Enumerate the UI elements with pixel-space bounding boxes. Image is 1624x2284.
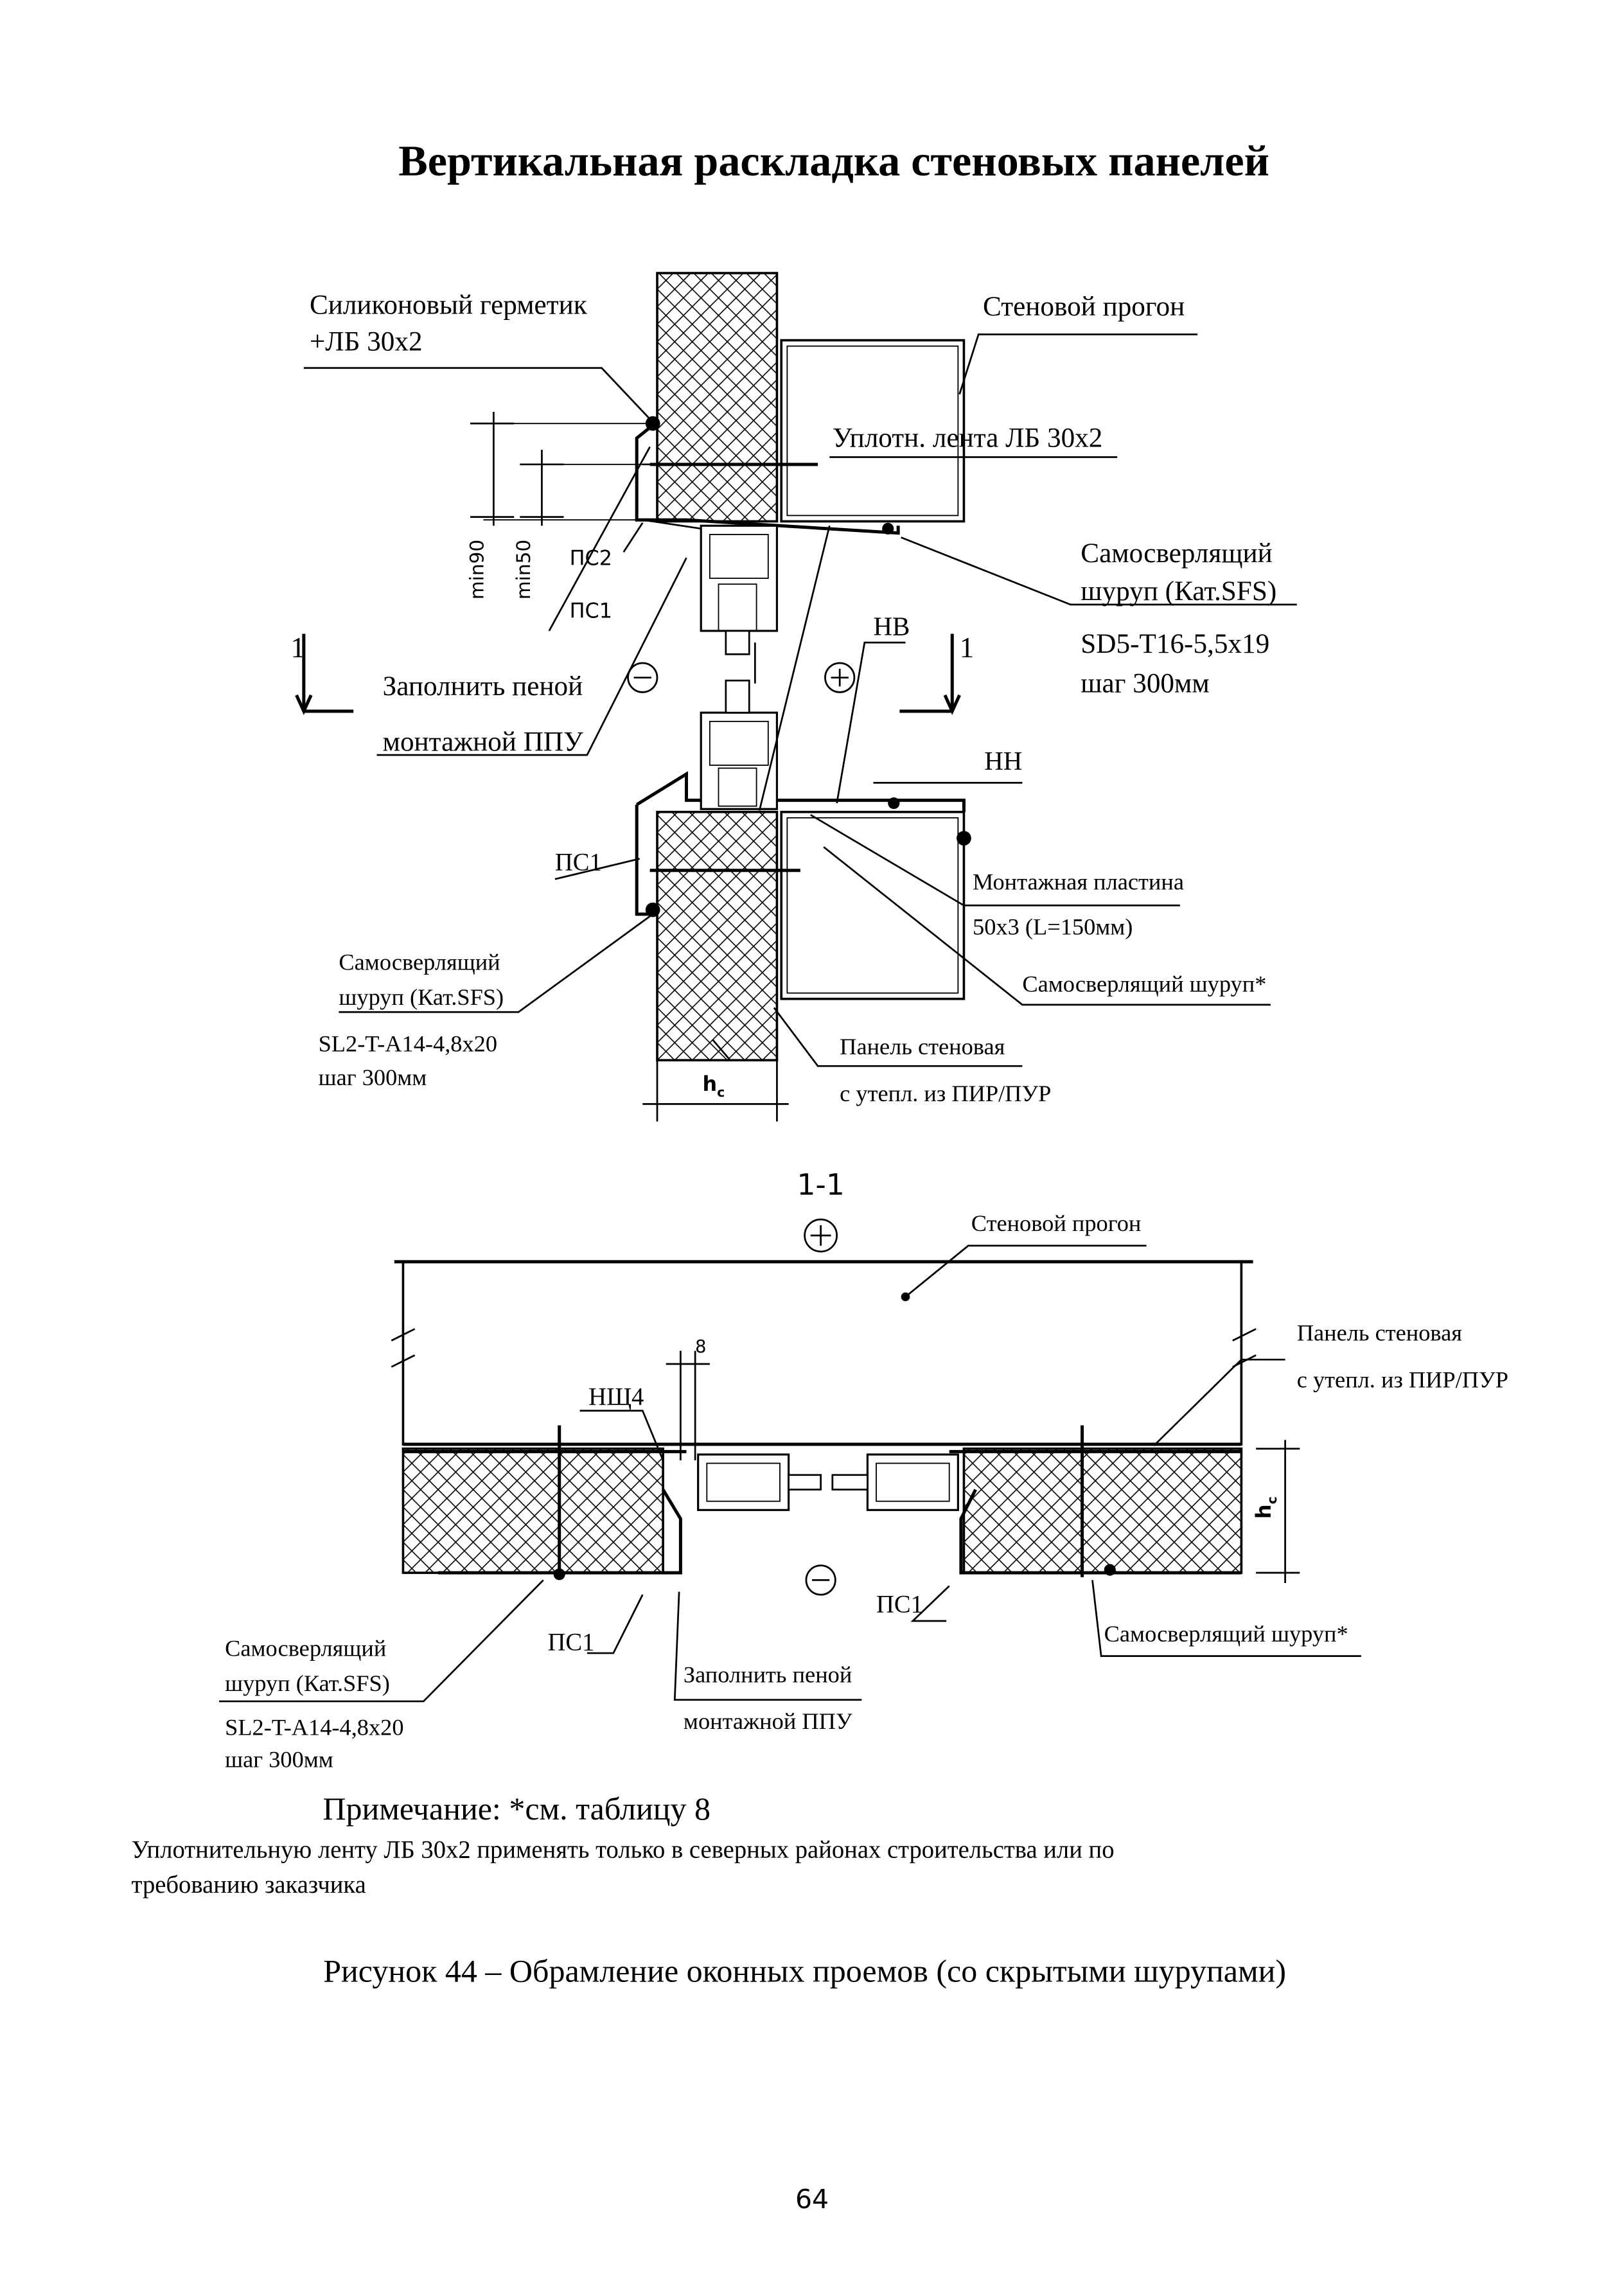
label-cut-left: 1 xyxy=(290,631,305,664)
label-seal-tape: Уплотн. лента ЛБ 30х2 xyxy=(833,423,1103,454)
plan-label-nshch4: НЩ4 xyxy=(588,1384,644,1411)
wall-girt-top xyxy=(780,339,966,523)
plan-panel-left xyxy=(402,1447,664,1574)
label-screw-bottom-4: шаг 300мм xyxy=(319,1065,427,1090)
note-text-1: Уплотнительную ленту ЛБ 30х2 применять т… xyxy=(132,1836,1115,1863)
label-hc: hc xyxy=(702,1072,725,1100)
label-sealant-1: Силиконовый герметик xyxy=(310,290,588,321)
plan-label-wall-girt: Стеновой прогон xyxy=(971,1210,1142,1236)
plan-label-hc: hc xyxy=(1251,1496,1280,1519)
label-sealant-2: +ЛБ 30х2 xyxy=(310,327,423,357)
label-screw-top-2: шуруп (Кат.SFS) xyxy=(1081,576,1276,606)
label-screw-top-4: шаг 300мм xyxy=(1081,668,1209,698)
plan-label-dim-8: 8 xyxy=(695,1337,706,1357)
label-screw-top-3: SD5-T16-5,5х19 xyxy=(1081,629,1269,659)
label-mount-plate-1: Монтажная пластина xyxy=(973,869,1184,894)
plan-label-panel-1: Панель стеновая xyxy=(1297,1320,1462,1346)
label-min90: min90 xyxy=(466,540,488,599)
label-screw-star: Самосверлящий шуруп* xyxy=(1022,971,1266,996)
label-ps1-a: ПС1 xyxy=(570,598,612,623)
plan-label-screw-4: шаг 300мм xyxy=(225,1746,333,1772)
label-panel-1: Панель стеновая xyxy=(840,1034,1005,1059)
label-screw-bottom-2: шуруп (Кат.SFS) xyxy=(339,984,504,1010)
plan-label-screw-2: шуруп (Кат.SFS) xyxy=(225,1670,390,1696)
plan-section: 1-1 xyxy=(219,1167,1508,1772)
wall-girt-bottom xyxy=(780,810,966,1000)
label-panel-2: с утепл. из ПИР/ПУР xyxy=(840,1081,1051,1106)
plan-wall-girt xyxy=(402,1261,1243,1446)
label-min50: min50 xyxy=(513,540,534,599)
note-heading: Примечание: *см. таблицу 8 xyxy=(322,1791,710,1827)
label-screw-top-1: Самосверлящий xyxy=(1081,538,1272,569)
plan-label-ps1-right: ПС1 xyxy=(876,1591,923,1618)
plan-label-screw-3: SL2-T-A14-4,8х20 xyxy=(225,1714,403,1740)
label-foam-1: Заполнить пеной xyxy=(383,671,583,702)
note-text-2: требованию заказчика xyxy=(132,1872,366,1899)
label-nn: НН xyxy=(984,747,1022,775)
label-wall-girt: Стеновой прогон xyxy=(983,292,1185,322)
plan-label-ps1-left: ПС1 xyxy=(548,1629,595,1656)
window-frame-bottom xyxy=(700,711,779,810)
label-cut-right: 1 xyxy=(960,631,975,664)
section-title: 1-1 xyxy=(797,1167,845,1201)
plan-label-screw-1: Самосверлящий xyxy=(225,1636,386,1661)
page-title: Вертикальная раскладка стеновых панелей xyxy=(398,136,1269,185)
plan-panel-right xyxy=(962,1447,1243,1574)
lower-panel xyxy=(656,810,779,1062)
label-mount-plate-2: 50х3 (L=150мм) xyxy=(973,914,1133,940)
upper-panel xyxy=(656,272,779,523)
label-screw-bottom-1: Самосверлящий xyxy=(339,949,500,975)
plan-label-panel-2: с утепл. из ПИР/ПУР xyxy=(1297,1367,1508,1392)
plan-label-foam-1: Заполнить пеной xyxy=(684,1662,852,1688)
label-foam-2: монтажной ППУ xyxy=(383,727,583,757)
label-ps1-b: ПС1 xyxy=(555,849,602,876)
label-ps2: ПС2 xyxy=(570,546,612,571)
figure-caption: Рисунок 44 – Обрамление оконных проемов … xyxy=(323,1952,1286,1988)
label-screw-bottom-3: SL2-T-A14-4,8х20 xyxy=(319,1031,497,1057)
plan-label-foam-2: монтажной ППУ xyxy=(684,1708,852,1734)
label-nv: НВ xyxy=(873,612,910,641)
plan-label-screw-star: Самосверлящий шуруп* xyxy=(1104,1621,1348,1647)
page-number: 64 xyxy=(795,2184,829,2215)
vertical-section: Силиконовый герметик +ЛБ 30х2 Стеновой п… xyxy=(290,272,1297,1122)
